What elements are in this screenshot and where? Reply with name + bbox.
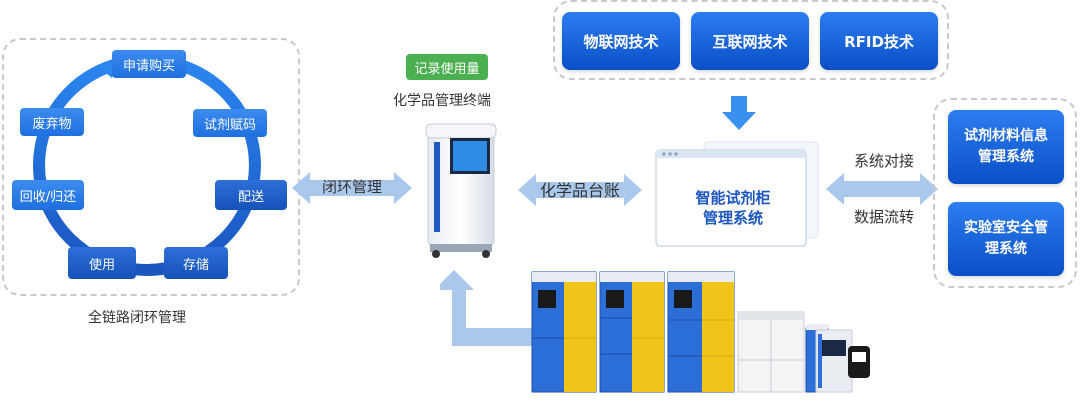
cabinets-image	[531, 271, 870, 393]
tech-iot: 物联网技术	[562, 12, 680, 70]
terminal-device-image	[425, 123, 497, 258]
tech-rfid: RFID技术	[820, 12, 938, 70]
cycle-node-store: 存储	[164, 247, 228, 279]
system-material-info-line1: 试剂材料信息	[964, 128, 1048, 144]
system-material-info: 试剂材料信息 管理系统	[948, 110, 1064, 184]
system-link-arrow	[826, 173, 938, 205]
cycle-ring	[33, 54, 261, 276]
chemical-ledger-label: 化学品台账	[539, 181, 620, 200]
cycle-node-use: 使用	[68, 247, 136, 279]
cycle-node-deliver: 配送	[215, 180, 287, 210]
down-arrow	[722, 96, 756, 130]
tech-panel	[553, 0, 949, 80]
tech-internet: 互联网技术	[691, 12, 809, 70]
system-link-bottom-label: 数据流转	[853, 208, 914, 226]
closed-loop-arrow	[292, 172, 412, 204]
system-lab-safety: 实验室安全管 理系统	[948, 202, 1064, 276]
record-usage-label: 记录使用量	[414, 61, 480, 77]
closed-loop-label: 闭环管理	[321, 178, 382, 196]
record-usage-badge: 记录使用量	[406, 54, 488, 80]
cycle-node-code: 试剂赋码	[193, 109, 267, 137]
cycle-caption: 全链路闭环管理	[88, 310, 186, 326]
cycle-node-recycle: 回收/归还	[12, 180, 84, 210]
cycle-panel	[2, 38, 300, 296]
cycle-node-waste: 废弃物	[20, 108, 84, 136]
chemical-ledger-arrow	[518, 174, 642, 206]
system-link-top-label: 系统对接	[853, 152, 914, 170]
cabinet-system-line1: 智能试剂柜	[695, 189, 771, 207]
system-lab-safety-line2: 理系统	[985, 241, 1027, 257]
cycle-node-apply: 申请购买	[112, 50, 186, 78]
system-material-info-line2: 管理系统	[978, 149, 1034, 165]
cabinet-system-title: 智能试剂柜 管理系统	[664, 188, 802, 228]
system-lab-safety-line1: 实验室安全管	[964, 220, 1048, 236]
cabinet-system-window	[655, 141, 819, 247]
terminal-title: 化学品管理终端	[393, 93, 491, 109]
systems-panel	[933, 98, 1077, 288]
cabinets-to-terminal-arrow	[440, 270, 540, 346]
cabinet-system-line2: 管理系统	[702, 209, 763, 227]
